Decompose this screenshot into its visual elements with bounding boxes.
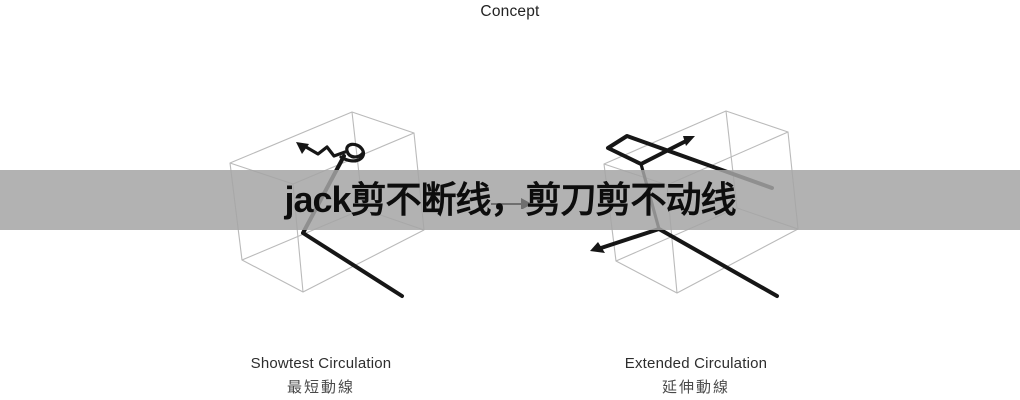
right-top-arrowhead-icon	[683, 136, 695, 146]
left-caption-zh: 最短動線	[286, 379, 355, 396]
flow-arrow-icon	[491, 198, 532, 209]
right-diagram-caption: Extended Circulation 延伸動線	[546, 355, 846, 397]
right-bottom-arrowhead-icon	[590, 242, 605, 253]
banner-caption-text: jack剪不断线，剪刀剪不动线	[284, 179, 736, 220]
page-title: Concept	[480, 3, 540, 20]
right-caption-en: Extended Circulation	[624, 355, 768, 372]
right-caption-zh: 延伸動線	[661, 379, 730, 396]
caption-banner: jack剪不断线，剪刀剪不动线	[0, 170, 1020, 230]
left-arrowhead-icon	[296, 142, 309, 154]
left-diagram-caption: Showtest Circulation 最短動線	[171, 355, 471, 397]
left-caption-en: Showtest Circulation	[250, 355, 392, 372]
